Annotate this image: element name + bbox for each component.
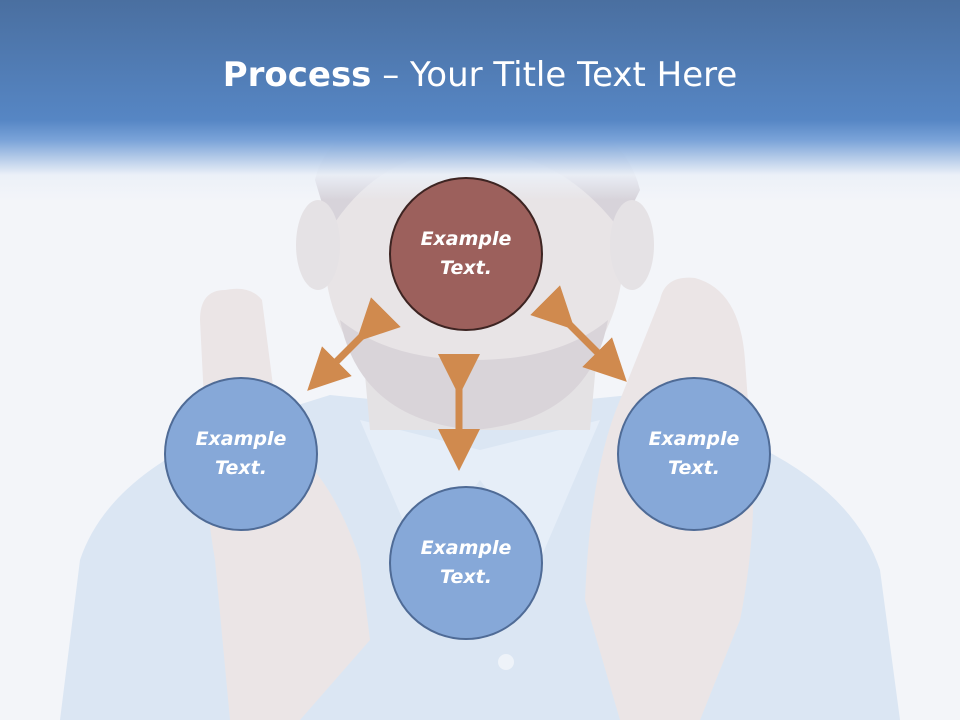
process-node-bottom[interactable]: Example Text. — [389, 486, 543, 640]
process-node-left[interactable]: Example Text. — [164, 377, 318, 531]
header-banner — [0, 0, 960, 200]
title-rest: – Your Title Text Here — [371, 55, 738, 95]
process-node-right[interactable]: Example Text. — [617, 377, 771, 531]
arrow-top-right — [530, 285, 627, 382]
node-left-label: Example Text. — [195, 428, 287, 479]
title-bold: Process — [222, 55, 372, 95]
process-node-top[interactable]: Example Text. — [389, 177, 543, 331]
arrow-top-left — [307, 297, 401, 391]
node-bottom-label: Example Text. — [420, 537, 512, 588]
node-top-label: Example Text. — [420, 228, 512, 279]
slide-title: Process – Your Title Text Here — [0, 52, 960, 98]
node-right-label: Example Text. — [648, 428, 740, 479]
